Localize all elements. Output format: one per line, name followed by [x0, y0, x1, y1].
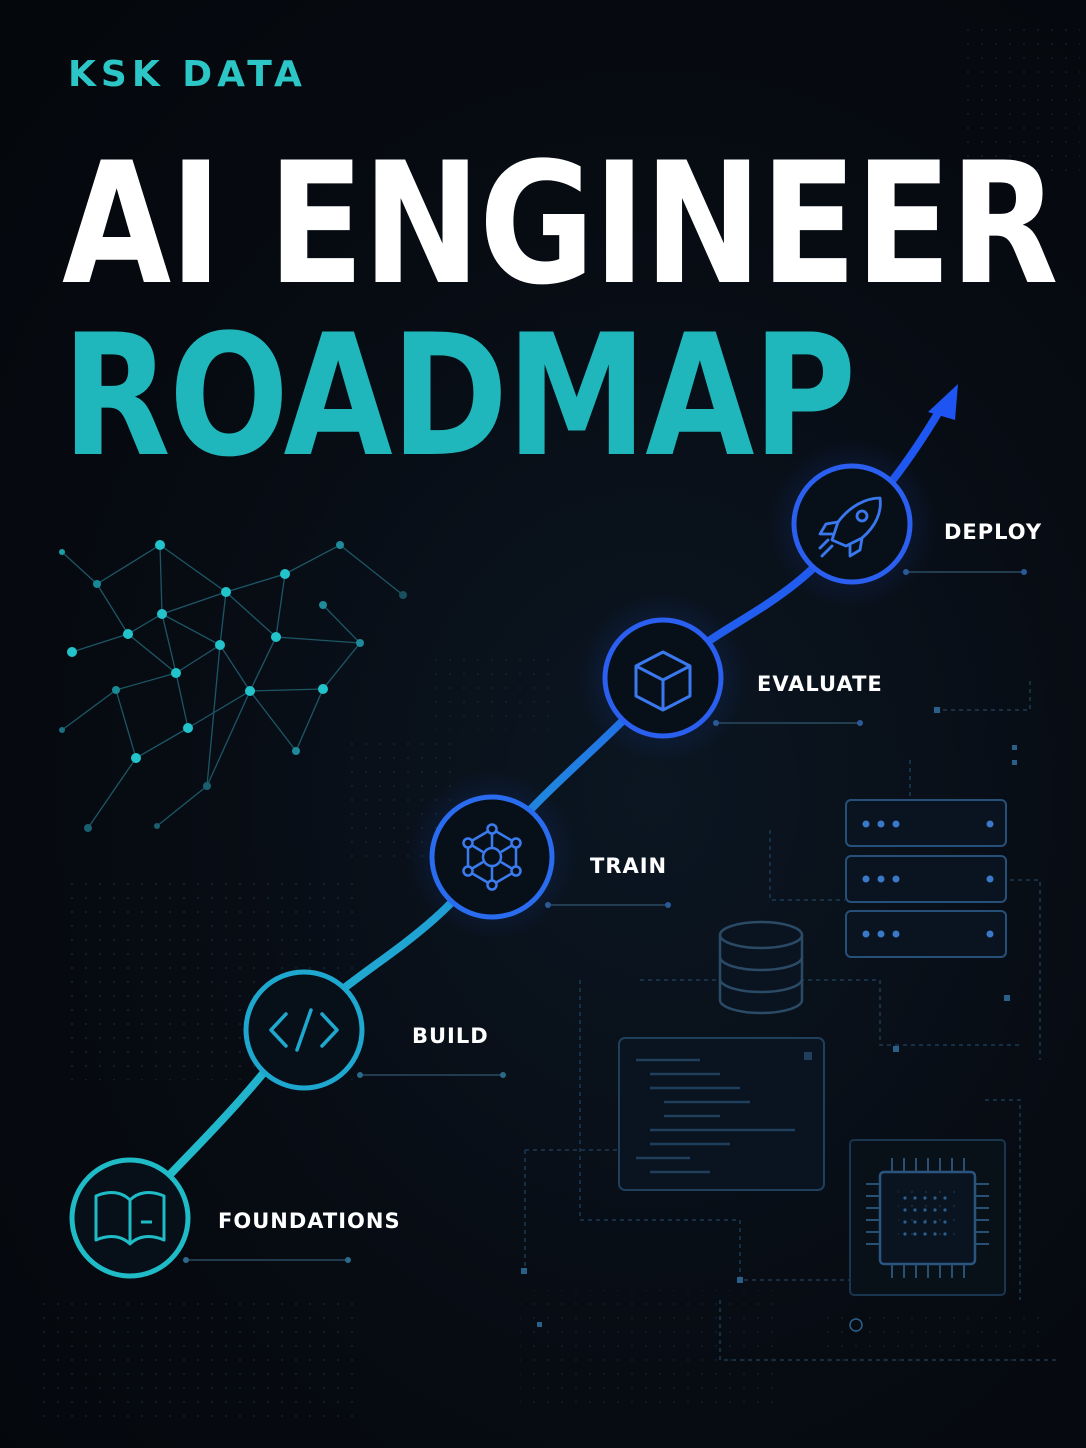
title-line-2: ROADMAP — [62, 298, 856, 494]
server-lights — [862, 820, 994, 938]
cube-icon — [634, 650, 692, 712]
open-book-icon — [94, 1191, 166, 1246]
stage-label-foundations: FOUNDATIONS — [218, 1209, 401, 1233]
stage-label-deploy: DEPLOY — [944, 520, 1042, 544]
stage-deploy[interactable]: DEPLOY — [791, 463, 1042, 585]
rocket-icon — [818, 496, 882, 558]
database-icon — [718, 920, 804, 1015]
stage-label-evaluate: EVALUATE — [757, 672, 883, 696]
stage-train[interactable]: TRAIN — [429, 794, 671, 920]
stage-label-build: BUILD — [412, 1024, 489, 1048]
stage-evaluate[interactable]: EVALUATE — [602, 617, 883, 739]
title-line-1: AI ENGINEER — [62, 126, 1058, 322]
network-nodes — [59, 540, 407, 832]
stage-label-train: TRAIN — [590, 854, 667, 878]
server-rack-icon — [845, 799, 1007, 958]
brand-name: KSK DATA — [68, 54, 307, 95]
code-window-icon — [618, 1037, 825, 1191]
stage-foundations[interactable]: FOUNDATIONS — [69, 1157, 401, 1279]
neural-network-icon — [462, 823, 522, 891]
stage-build[interactable]: BUILD — [243, 969, 506, 1091]
arrow-head-icon — [928, 384, 958, 420]
processor-chip-icon — [849, 1139, 1006, 1296]
code-brackets-icon — [269, 1008, 339, 1052]
dot-grid-decoration — [40, 20, 1080, 1420]
